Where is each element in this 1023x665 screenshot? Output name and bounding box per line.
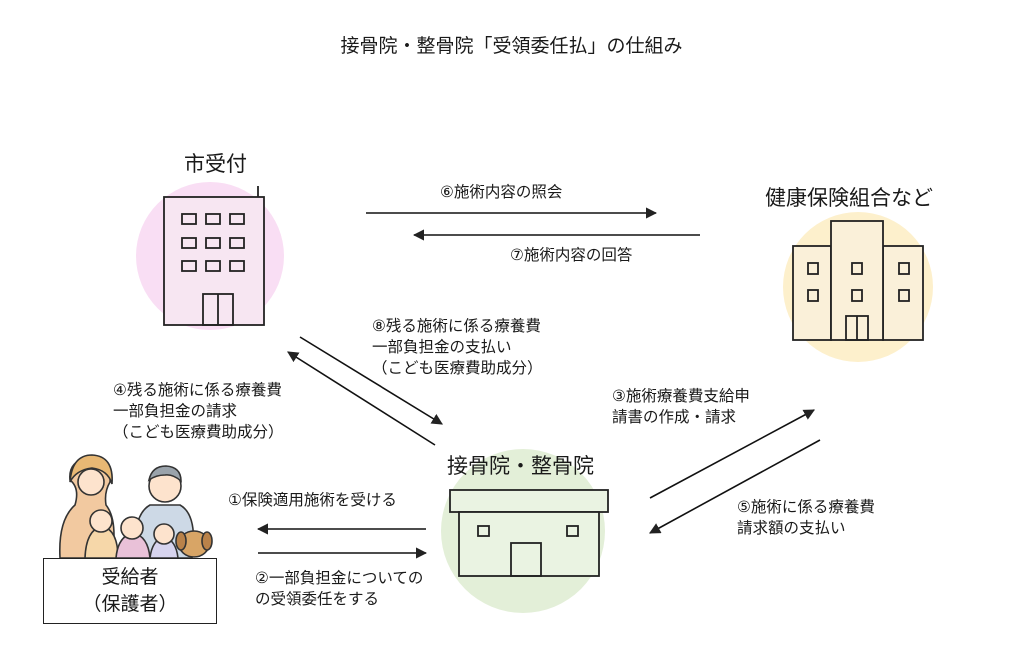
step-2-label: ②一部負担金についての の受領委任をする — [255, 569, 424, 608]
recipient-label: 受給者 — [101, 566, 159, 588]
step-6-label: ⑥施術内容の照会 — [440, 183, 563, 201]
arrow-4-request — [287, 351, 436, 446]
recipient-box: 受給者 （保護者） — [43, 558, 217, 624]
step-4-label: ④残る施術に係る療養費 一部負担金の請求 （こども医療費助成分） — [113, 381, 284, 441]
large-building-icon — [792, 220, 924, 341]
step-7-label: ⑦施術内容の回答 — [510, 246, 633, 264]
arrow-5-payment — [649, 439, 821, 534]
step-8-label: ⑧残る施術に係る療養費 一部負担金の支払い （こども医療費助成分） — [372, 317, 543, 377]
step-1-label: ①保険適用施術を受ける — [228, 491, 397, 509]
clinic-label: 接骨院・整骨院 — [447, 454, 594, 478]
diagram-arrows — [256, 207, 821, 559]
insurer-label: 健康保険組合など — [765, 186, 933, 210]
family-illustration-icon — [58, 454, 213, 559]
diagram-title: 接骨院・整骨院「受領委任払」の仕組み — [340, 35, 683, 57]
recipient-guardian-label: （保護者） — [82, 592, 178, 615]
office-building-icon — [163, 186, 265, 326]
arrow-8-payment — [299, 336, 443, 425]
step-5-label: ⑤施術に係る療養費 請求額の支払い — [737, 498, 875, 537]
city-label: 市受付 — [184, 152, 247, 176]
step-3-label: ③施術療養費支給申 請書の作成・請求 — [612, 387, 750, 426]
arrow-3-claim — [649, 409, 815, 499]
clinic-building-icon — [449, 489, 609, 577]
